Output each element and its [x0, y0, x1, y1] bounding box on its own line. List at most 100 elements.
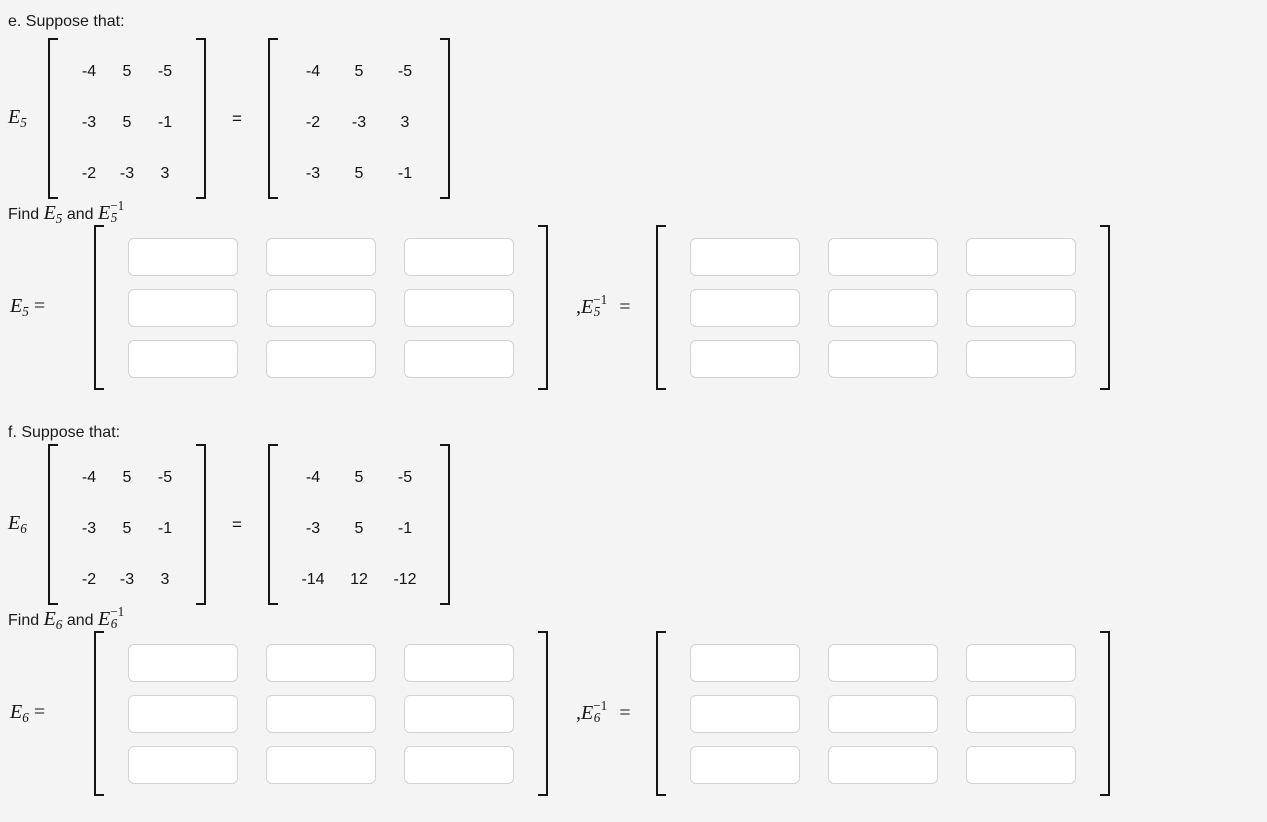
answer-input-e6-r2c1[interactable] [128, 694, 238, 733]
answer-input-e6inv-r1c2[interactable] [828, 643, 938, 682]
answer-cell [128, 643, 238, 682]
answer-cell [266, 339, 376, 378]
answer-cell [690, 643, 800, 682]
matrix-cell: -3 [81, 519, 97, 537]
find-first-base: E [43, 202, 56, 224]
answer-input-e5-r1c1[interactable] [128, 237, 238, 276]
answer-cell [404, 237, 514, 276]
section-f-equation: E6 -4 5 -5 -3 5 -1 -2 -3 3 = [0, 444, 452, 605]
find-second-subscript: 5 [110, 209, 118, 225]
lead-subscript: 6 [20, 520, 27, 536]
answer-grid-E6-inverse [668, 631, 1098, 796]
matrix-cell: -2 [305, 113, 321, 131]
answer-input-e5inv-r2c3[interactable] [966, 288, 1076, 327]
answer-input-e5inv-r1c3[interactable] [966, 237, 1076, 276]
answer-input-e6inv-r2c3[interactable] [966, 694, 1076, 733]
answer-cell [966, 237, 1076, 276]
matrix-cell: 5 [354, 468, 364, 486]
answer-bracket-open-icon [92, 631, 106, 796]
answer-input-e5-r3c3[interactable] [404, 339, 514, 378]
answer-label-equals: = [33, 295, 46, 318]
answer-separator-comma: , [576, 296, 581, 318]
answer-input-e5inv-r1c1[interactable] [690, 237, 800, 276]
answer-cell [128, 339, 238, 378]
answer-input-e6-r2c2[interactable] [266, 694, 376, 733]
answer-input-e6inv-r3c1[interactable] [690, 745, 800, 784]
answer-cell [404, 339, 514, 378]
answer-input-e5inv-r3c2[interactable] [828, 339, 938, 378]
answer-input-e5inv-r3c3[interactable] [966, 339, 1076, 378]
answer-input-e5-r2c3[interactable] [404, 288, 514, 327]
answer-input-e5inv-r2c1[interactable] [690, 288, 800, 327]
matrix-cell: 5 [354, 164, 364, 182]
answer-input-e6inv-r1c3[interactable] [966, 643, 1076, 682]
answer-input-e6inv-r3c3[interactable] [966, 745, 1076, 784]
answer-bracket-close-icon [536, 225, 550, 390]
answer-label-equals: = [33, 701, 46, 724]
answer-input-e5-r3c1[interactable] [128, 339, 238, 378]
find-second-base: E [97, 608, 111, 630]
matrix-cell: 5 [122, 62, 132, 80]
section-e-right-matrix: -4 5 -5 -2 -3 3 -3 5 -1 [266, 38, 452, 199]
answer-input-e6inv-r3c2[interactable] [828, 745, 938, 784]
answer-inv-label-equals: = [619, 296, 631, 318]
answer-cell [828, 339, 938, 378]
matrix-cell: -3 [351, 113, 367, 131]
answer-cell [690, 237, 800, 276]
section-f-left-matrix: -4 5 -5 -3 5 -1 -2 -3 3 [46, 444, 208, 605]
answer-inv-label-base: E [581, 702, 594, 724]
answer-inv-bracket-open-icon [654, 631, 668, 796]
answer-cell [690, 288, 800, 327]
matrix-cell: 3 [160, 164, 170, 182]
answer-input-e6inv-r2c2[interactable] [828, 694, 938, 733]
answer-cell [828, 745, 938, 784]
answer-input-e6-r1c2[interactable] [266, 643, 376, 682]
answer-input-e5-r1c3[interactable] [404, 237, 514, 276]
answer-cell [966, 643, 1076, 682]
answer-input-e6-r3c2[interactable] [266, 745, 376, 784]
left-matrix-grid: -4 5 -5 -3 5 -1 -2 -3 3 [60, 38, 194, 199]
left-bracket-open-icon [46, 38, 60, 199]
answer-input-e6-r3c3[interactable] [404, 745, 514, 784]
matrix-cell: -3 [119, 570, 135, 588]
matrix-cell: -4 [81, 468, 97, 486]
answer-input-e5inv-r1c2[interactable] [828, 237, 938, 276]
answer-input-e5inv-r2c2[interactable] [828, 288, 938, 327]
matrix-cell: 5 [122, 113, 132, 131]
answer-input-e5inv-r3c1[interactable] [690, 339, 800, 378]
find-conjunction: and [62, 206, 98, 223]
answer-cell [128, 745, 238, 784]
answer-input-e6inv-r1c1[interactable] [690, 643, 800, 682]
answer-input-e6inv-r2c1[interactable] [690, 694, 800, 733]
matrix-cell: -5 [157, 62, 173, 80]
section-f-equation-lead: E6 [0, 512, 46, 537]
right-matrix-grid: -4 5 -5 -2 -3 3 -3 5 -1 [280, 38, 438, 199]
matrix-cell: -1 [397, 519, 413, 537]
answer-inv-label-equals: = [619, 702, 631, 724]
matrix-cell: -1 [157, 113, 173, 131]
answer-cell [828, 288, 938, 327]
answer-input-e6-r2c3[interactable] [404, 694, 514, 733]
answer-input-e5-r2c2[interactable] [266, 288, 376, 327]
answer-cell [828, 237, 938, 276]
answer-bracket-open-icon [92, 225, 106, 390]
section-f-answer-matrix-E6-inverse [654, 631, 1112, 796]
answer-input-e6-r3c1[interactable] [128, 745, 238, 784]
answer-inv-label-base: E [581, 296, 594, 318]
answer-input-e5-r2c1[interactable] [128, 288, 238, 327]
answer-cell [128, 694, 238, 733]
find-prefix: Find [8, 612, 44, 629]
answer-input-e5-r3c2[interactable] [266, 339, 376, 378]
answer-input-e5-r1c2[interactable] [266, 237, 376, 276]
answer-label-subscript: 5 [22, 303, 29, 319]
answer-cell [404, 694, 514, 733]
answer-input-e6-r1c3[interactable] [404, 643, 514, 682]
answer-cell [266, 643, 376, 682]
section-e-answer-matrix-E5-inverse [654, 225, 1112, 390]
answer-cell [828, 694, 938, 733]
answer-cell [966, 745, 1076, 784]
matrix-cell: -3 [305, 164, 321, 182]
find-second-superscript: −1 [110, 603, 125, 619]
answer-input-e6-r1c1[interactable] [128, 643, 238, 682]
